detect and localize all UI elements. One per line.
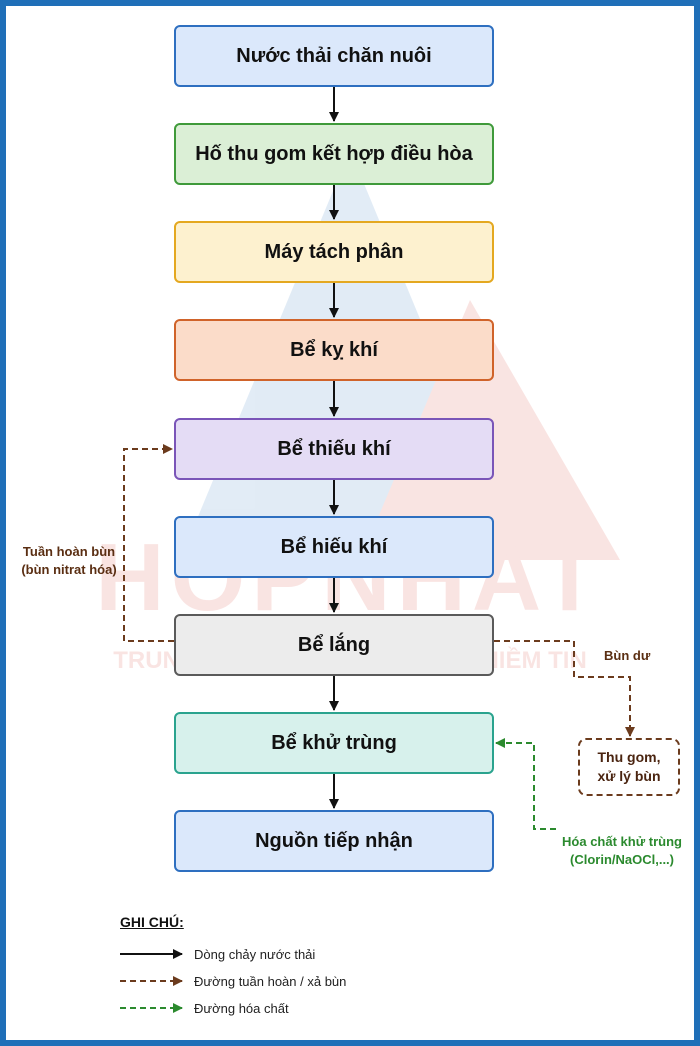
node-aerobic-tank: Bể hiếu khí xyxy=(174,516,494,578)
chemical-line xyxy=(495,738,556,830)
recirculation-label-line2: (bùn nitrat hóa) xyxy=(21,562,117,577)
node-collection-equalization-tank: Hố thu gom kết hợp điều hòa xyxy=(174,123,494,185)
chemical-label: Hóa chất khử trùng (Clorin/NaOCl,...) xyxy=(552,833,692,869)
node-label: Bể kỵ khí xyxy=(290,338,378,361)
sludge-box-line1: Thu gom, xyxy=(597,749,661,765)
chemical-label-line2: (Clorin/NaOCl,...) xyxy=(570,852,674,867)
chemical-label-line1: Hóa chất khử trùng xyxy=(562,834,682,849)
legend-item-chemical: Đường hóa chất xyxy=(194,1001,289,1016)
node-label: Bể thiếu khí xyxy=(277,437,391,460)
legend-title: GHI CHÚ: xyxy=(120,914,184,930)
recirculation-label: Tuần hoàn bùn (bùn nitrat hóa) xyxy=(14,543,124,579)
node-anoxic-tank: Bể thiếu khí xyxy=(174,418,494,480)
node-label: Bể lắng xyxy=(297,633,371,656)
node-anaerobic-tank: Bể kỵ khí xyxy=(174,319,494,381)
legend-item-sludge: Đường tuần hoàn / xả bùn xyxy=(194,974,347,989)
node-disinfection-tank: Bể khử trùng xyxy=(174,712,494,774)
recirculation-label-line1: Tuần hoàn bùn xyxy=(22,544,116,559)
node-label: Nước thải chăn nuôi xyxy=(236,44,432,67)
node-label: Bể khử trùng xyxy=(271,731,397,754)
node-label: Nguồn tiếp nhận xyxy=(255,829,413,852)
sludge-box-line2: xử lý bùn xyxy=(597,768,661,784)
node-receiving-source: Nguồn tiếp nhận xyxy=(174,810,494,872)
node-settling-tank: Bể lắng xyxy=(174,614,494,676)
node-manure-separator: Máy tách phân xyxy=(174,221,494,283)
sludge-treatment-box: Thu gom, xử lý bùn xyxy=(578,738,680,796)
excess-sludge-label: Bùn dư xyxy=(604,648,651,663)
node-label: Máy tách phân xyxy=(264,240,404,263)
excess-sludge-line xyxy=(494,640,635,737)
node-livestock-wastewater: Nước thải chăn nuôi xyxy=(174,25,494,87)
node-label: Hố thu gom kết hợp điều hòa xyxy=(195,142,473,165)
node-label: Bể hiếu khí xyxy=(280,535,388,558)
legend-item-flow: Dòng chảy nước thải xyxy=(194,947,316,962)
recirculation-line xyxy=(123,444,174,642)
